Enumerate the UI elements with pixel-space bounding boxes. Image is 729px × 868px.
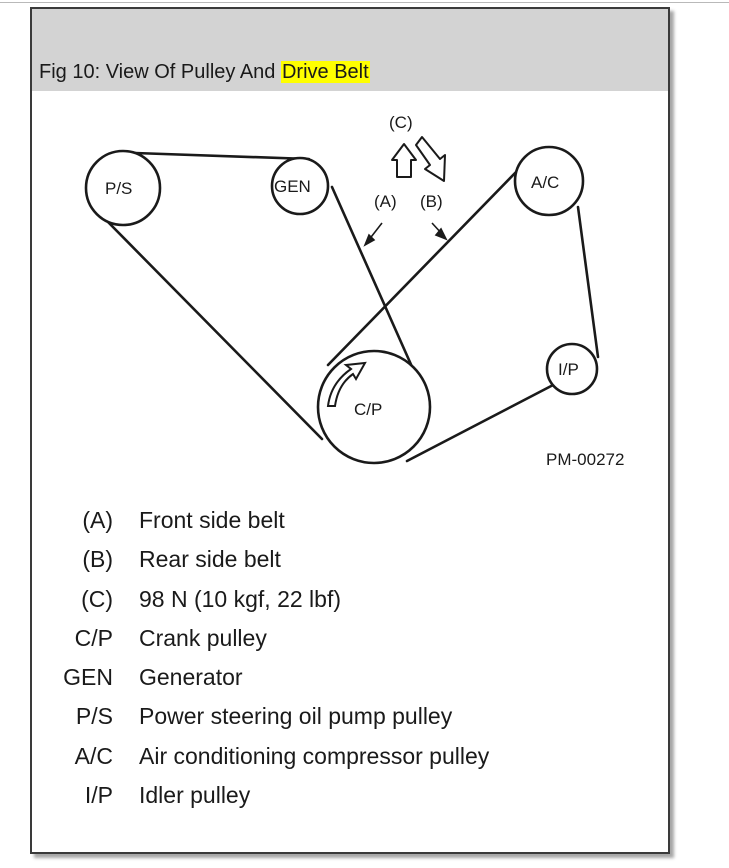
belt-b-ac-ip	[576, 205, 600, 359]
belt-a-ps-cp	[106, 220, 324, 441]
ip-pulley	[545, 342, 599, 396]
caption-highlight: Drive Belt	[280, 61, 370, 83]
caption-text: Fig 10: View Of Pulley And	[39, 61, 281, 83]
belt-a-ps-gen	[133, 151, 311, 161]
legend-code: (A)	[82, 507, 113, 533]
legend-item: (C) 98 N (10 kgf, 22 lbf)	[32, 586, 668, 616]
marker-c: (C)	[389, 113, 413, 132]
tension-arrows-icon	[391, 136, 446, 182]
legend-desc: Rear side belt	[139, 546, 281, 572]
belt-a-gen-cp	[330, 185, 415, 371]
gen-label: GEN	[274, 177, 311, 196]
legend-desc: Crank pulley	[139, 625, 267, 651]
legend-desc: Power steering oil pump pulley	[139, 703, 453, 729]
figure-caption: Fig 10: View Of Pulley And Drive Belt	[39, 61, 370, 84]
legend-item: GEN Generator	[32, 664, 668, 694]
ip-label: I/P	[558, 360, 579, 379]
ac-pulley	[513, 145, 585, 217]
marker-a: (A)	[374, 192, 397, 211]
belt-b-cp-ac	[326, 167, 521, 367]
legend-item: C/P Crank pulley	[32, 625, 668, 655]
legend-code: I/P	[84, 782, 113, 808]
legend-item: P/S Power steering oil pump pulley	[32, 703, 668, 733]
legend-code: (B)	[82, 546, 113, 572]
cp-label: C/P	[354, 400, 382, 419]
legend-desc: Generator	[139, 664, 243, 690]
pointer-a-head	[363, 233, 376, 247]
ac-label: A/C	[531, 173, 559, 192]
legend-desc: Front side belt	[139, 507, 285, 533]
gen-pulley	[270, 156, 330, 216]
legend-desc: Air conditioning compressor pulley	[139, 743, 490, 769]
legend-item: I/P Idler pulley	[32, 782, 668, 812]
legend-item: (A) Front side belt	[32, 507, 668, 537]
figure-code: PM-00272	[546, 450, 624, 469]
drive-belt-diagram: P/S GEN A/C I/P C/P (C) (A) (B) PM-00272	[84, 113, 624, 469]
top-divider	[0, 2, 729, 3]
ps-pulley	[84, 149, 162, 227]
legend-code: GEN	[63, 664, 113, 690]
legend-code: (C)	[81, 586, 113, 612]
legend-item: (B) Rear side belt	[32, 546, 668, 576]
pointer-b-head	[434, 227, 448, 241]
legend-code: C/P	[74, 625, 113, 651]
belt-b-ip-cp	[405, 382, 557, 463]
figure-panel: Fig 10: View Of Pulley And Drive Belt	[30, 7, 670, 854]
legend-item: A/C Air conditioning compressor pulley	[32, 743, 668, 773]
pointer-arrows	[363, 222, 448, 247]
legend-desc: Idler pulley	[139, 782, 251, 808]
legend-desc: 98 N (10 kgf, 22 lbf)	[139, 586, 341, 612]
marker-b: (B)	[420, 192, 443, 211]
legend-code: A/C	[74, 743, 113, 769]
rotation-arrow-icon	[326, 361, 367, 407]
ps-label: P/S	[105, 179, 132, 198]
legend-code: P/S	[75, 703, 113, 729]
